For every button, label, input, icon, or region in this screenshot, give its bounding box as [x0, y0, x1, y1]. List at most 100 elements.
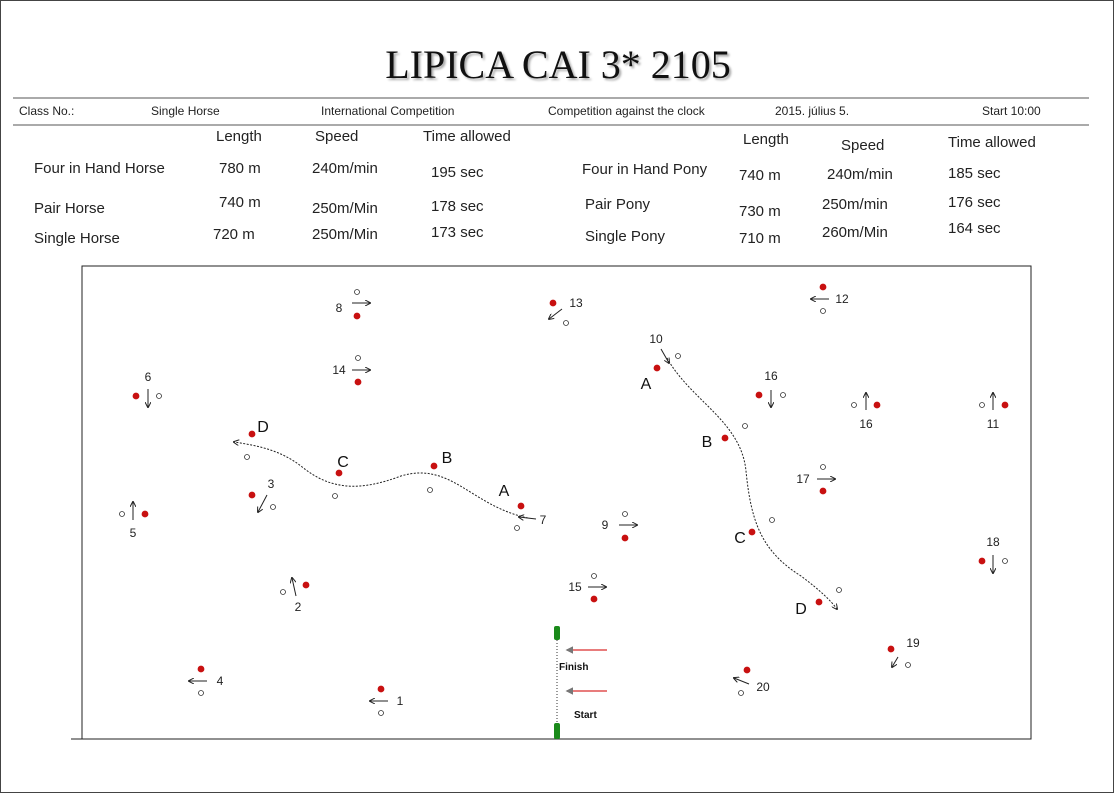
table-cell: 740 m — [739, 167, 781, 184]
red-flag — [141, 510, 149, 518]
obstacle-number: 15 — [568, 580, 582, 594]
white-flag — [198, 690, 204, 696]
gate-letter: A — [499, 483, 510, 500]
competition-type: Competition against the clock — [548, 104, 705, 118]
table-cell: 730 m — [739, 203, 781, 220]
red-flag — [430, 462, 438, 470]
red-flag — [653, 364, 661, 372]
table-cell: 195 sec — [431, 164, 484, 181]
white-flag — [742, 423, 748, 429]
white-flag — [244, 454, 250, 460]
obstacle-number: 4 — [217, 674, 224, 688]
class-label: Single Horse — [34, 230, 120, 247]
red-flag — [873, 401, 881, 409]
red-flag — [621, 534, 629, 542]
white-flag — [563, 320, 569, 326]
red-flag — [132, 392, 140, 400]
obstacle-number: 13 — [569, 296, 583, 310]
obstacle-number: 12 — [835, 292, 849, 306]
obstacle-number: 2 — [295, 600, 302, 614]
green-flag-icon — [554, 723, 560, 739]
obstacle-number: 9 — [602, 518, 609, 532]
direction-arrow-icon — [292, 578, 297, 597]
red-flag — [302, 581, 310, 589]
red-flag — [353, 312, 361, 320]
gate-letter: D — [795, 601, 807, 618]
red-flag — [197, 665, 205, 673]
table-cell: 260m/Min — [822, 224, 888, 241]
white-flag — [427, 487, 433, 493]
column-header: Time allowed — [948, 134, 1036, 151]
white-flag — [280, 589, 286, 595]
table-cell: 720 m — [213, 226, 255, 243]
red-flag — [819, 283, 827, 291]
column-header: Speed — [315, 128, 359, 145]
white-flag — [820, 308, 826, 314]
red-flag — [248, 430, 256, 438]
red-flag — [887, 645, 895, 653]
obstacle-number: 17 — [796, 472, 810, 486]
red-flag — [335, 469, 343, 477]
white-flag — [905, 662, 911, 668]
obstacle-number: 14 — [332, 363, 346, 377]
white-flag — [851, 402, 857, 408]
gate-letter: D — [257, 419, 269, 436]
white-flag — [1002, 558, 1008, 564]
table-cell: 710 m — [739, 230, 781, 247]
class-label: Four in Hand Horse — [34, 160, 165, 177]
red-flag — [748, 528, 756, 536]
table-cell: 176 sec — [948, 194, 1001, 211]
red-flag — [590, 595, 598, 603]
white-flag — [622, 511, 628, 517]
white-flag — [769, 517, 775, 523]
gate-letter: C — [734, 530, 746, 547]
column-header: Speed — [841, 137, 885, 154]
class-no-label: Class No.: — [19, 104, 75, 118]
class-label: Pair Pony — [585, 196, 651, 213]
column-header: Length — [743, 131, 789, 148]
competition-level: International Competition — [321, 104, 455, 118]
table-cell: 250m/min — [822, 196, 888, 213]
obstacle-number: 7 — [540, 513, 547, 527]
gate-letter: B — [442, 450, 453, 467]
table-cell: 240m/min — [312, 160, 378, 177]
class-label: Four in Hand Pony — [582, 161, 708, 178]
arena-border — [81, 265, 1032, 740]
obstacle-number: 10 — [649, 332, 663, 346]
red-flag — [248, 491, 256, 499]
green-flag-icon — [554, 626, 560, 640]
table-cell: 250m/Min — [312, 200, 378, 217]
white-flag — [675, 353, 681, 359]
obstacle-number: 16 — [764, 369, 778, 383]
obstacle-number: 5 — [130, 526, 137, 540]
red-flag — [819, 487, 827, 495]
white-flag — [354, 289, 360, 295]
divider — [13, 124, 1089, 126]
obstacle-number: 3 — [268, 477, 275, 491]
start-time: Start 10:00 — [982, 104, 1041, 118]
red-flag — [354, 378, 362, 386]
divider — [13, 97, 1089, 99]
gate-letter: C — [337, 454, 349, 471]
obstacle-number: 19 — [906, 636, 920, 650]
red-flag — [1001, 401, 1009, 409]
table-cell: 178 sec — [431, 198, 484, 215]
table-cell: 173 sec — [431, 224, 484, 241]
red-flag — [517, 502, 525, 510]
direction-arrow-icon — [549, 308, 563, 319]
direction-arrow-icon — [660, 348, 669, 363]
route-path — [234, 442, 529, 519]
class-label: Single Pony — [585, 228, 666, 245]
white-flag — [378, 710, 384, 716]
red-flag — [755, 391, 763, 399]
white-flag — [270, 504, 276, 510]
table-cell: 740 m — [219, 194, 261, 211]
red-flag — [815, 598, 823, 606]
white-flag — [355, 355, 361, 361]
white-flag — [332, 493, 338, 499]
white-flag — [979, 402, 985, 408]
red-flag — [978, 557, 986, 565]
white-flag — [836, 587, 842, 593]
column-header: Time allowed — [423, 128, 511, 145]
